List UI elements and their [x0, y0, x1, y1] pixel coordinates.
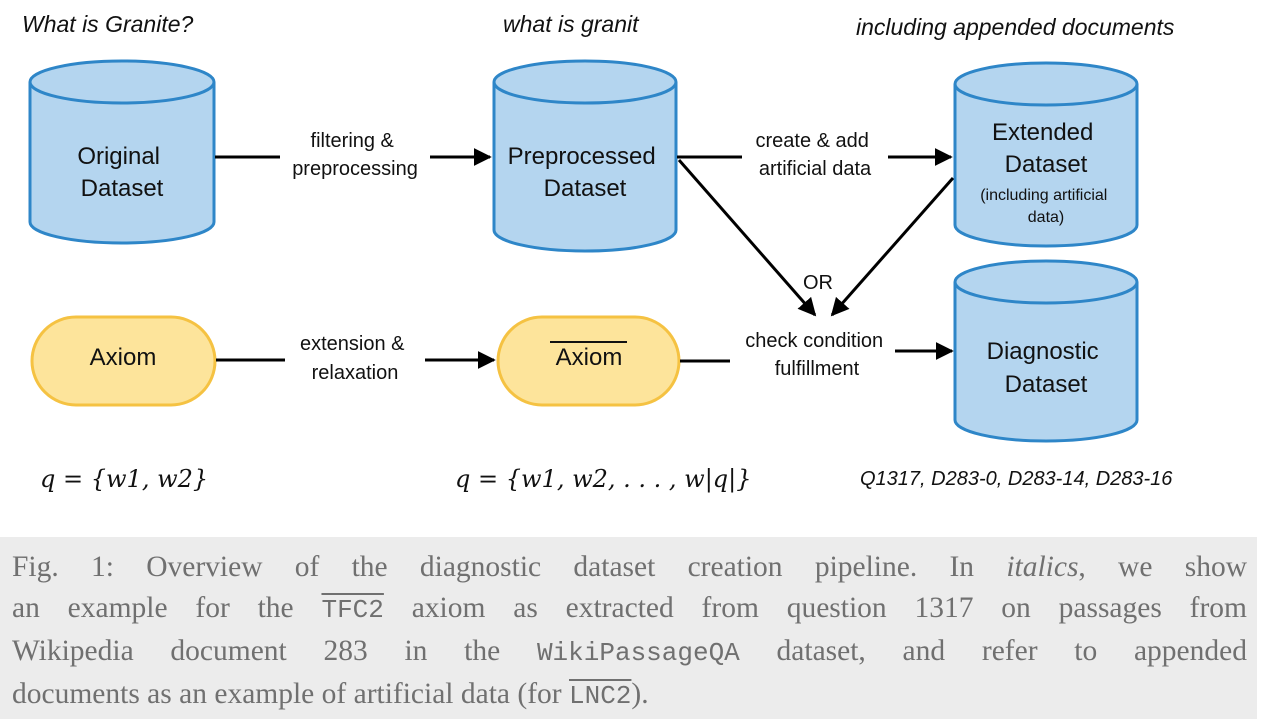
caption-l1-a: Fig. 1: Overview of the diagnostic datas…: [12, 551, 1007, 583]
edge-preprocessed-to-check: [677, 159, 817, 317]
preprocessed-dataset-cylinder: Preprocessed Dataset: [492, 59, 678, 253]
extended-dataset-sub-line2: data): [1028, 209, 1064, 226]
example-extended-note: including appended documents: [856, 14, 1175, 40]
caption-l2-a: an example for the: [12, 592, 322, 624]
or-label: OR: [803, 272, 833, 294]
caption-code-tfc2: TFC2: [321, 595, 384, 625]
caption-l1-italic: italics: [1006, 551, 1079, 583]
caption-l1-b: , we show: [1078, 551, 1247, 583]
original-dataset-label-line2: Dataset: [81, 175, 164, 202]
axiom-bar-node: Axiom: [496, 315, 681, 407]
extended-dataset-cylinder: Extended Dataset (including artificial d…: [953, 61, 1139, 248]
edge-create-line2: artificial data: [759, 158, 872, 180]
edge-extension-line1: extension &: [300, 333, 405, 355]
svg-text:Diagnostic Dataset: Diagnostic Dataset: [987, 338, 1106, 398]
svg-text:check condition fulfillm: check condition fulfillment: [745, 330, 888, 380]
svg-text:create & add artificial: create & add artificial data: [756, 130, 875, 180]
svg-text:extension & relaxation: extension & relaxation: [300, 333, 410, 384]
extended-dataset-label-line2: Dataset: [1005, 151, 1088, 178]
diagnostic-dataset-label-line1: Diagnostic: [987, 338, 1099, 365]
svg-text:Preprocessed Dataset: Preprocessed Dataset: [508, 143, 663, 202]
edge-extension-line2: relaxation: [312, 362, 399, 384]
edge-check-line2: fulfillment: [775, 358, 860, 380]
extended-dataset-label-line1: Extended: [992, 119, 1093, 146]
example-query-preprocessed: what is granit: [503, 11, 640, 37]
caption-code-lnc2: LNC2: [569, 681, 632, 711]
original-dataset-label-line1: Original: [77, 143, 160, 170]
axiom-label: Axiom: [90, 344, 157, 371]
original-dataset-cylinder: Original Dataset: [28, 59, 216, 245]
edge-create: create & add artificial data: [677, 130, 953, 180]
edge-filtering-line2: preprocessing: [292, 158, 418, 180]
pipeline-diagram: What is Granite? what is granit includin…: [22, 11, 1175, 494]
caption-line-2: an example for the TFC2 axiom as extract…: [12, 588, 1247, 631]
edge-filtering-line1: filtering &: [311, 130, 395, 152]
svg-text:Original Dataset: Original Dataset: [77, 143, 166, 202]
edge-extended-to-check: [830, 177, 955, 317]
extended-dataset-sub-line1: (including artificial: [980, 187, 1107, 204]
preprocessed-dataset-label-line1: Preprocessed: [508, 143, 656, 170]
svg-text:filtering & preprocessin: filtering & preprocessing: [292, 130, 418, 180]
caption-l4-b: ).: [631, 678, 649, 710]
caption-line-1: Fig. 1: Overview of the diagnostic datas…: [12, 547, 1247, 588]
axiom-bar-label: Axiom: [556, 344, 623, 371]
caption-line-3: Wikipedia document 283 in the WikiPassag…: [12, 631, 1247, 674]
caption-line-4: documents as an example of artificial da…: [12, 674, 1247, 717]
edge-filtering: filtering & preprocessing: [215, 130, 492, 180]
figure-caption: Fig. 1: Overview of the diagnostic datas…: [0, 537, 1257, 719]
diagnostic-dataset-label-line2: Dataset: [1005, 371, 1088, 398]
caption-l2-b: axiom as extracted from question 1317 on…: [383, 592, 1247, 624]
edge-check-line1: check condition: [745, 330, 883, 352]
svg-text:Extended Dataset: Extended Dataset: [992, 119, 1100, 178]
caption-l4-a: documents as an example of artificial da…: [12, 678, 569, 710]
edge-check: check condition fulfillment: [680, 330, 954, 380]
edge-create-line1: create & add: [756, 130, 869, 152]
example-query-original: What is Granite?: [22, 11, 193, 37]
caption-l3-a: Wikipedia document 283 in the: [12, 635, 537, 667]
preprocessed-dataset-label-line2: Dataset: [544, 175, 627, 202]
caption-code-wikipassageqa: WikiPassageQA: [536, 638, 740, 668]
query-set-original: q = {w1, w2}: [40, 465, 208, 493]
example-doc-ids: Q1317, D283-0, D283-14, D283-16: [860, 468, 1173, 490]
caption-l3-b: dataset, and refer to appended: [739, 635, 1247, 667]
query-set-general: q = {w1, w2, . . . , w|q|}: [455, 465, 752, 494]
edge-extension: extension & relaxation: [216, 333, 496, 384]
svg-text:(including artificial da: (including artificial data): [980, 187, 1112, 226]
axiom-node: Axiom: [30, 315, 217, 407]
diagnostic-dataset-cylinder: Diagnostic Dataset: [953, 259, 1139, 443]
